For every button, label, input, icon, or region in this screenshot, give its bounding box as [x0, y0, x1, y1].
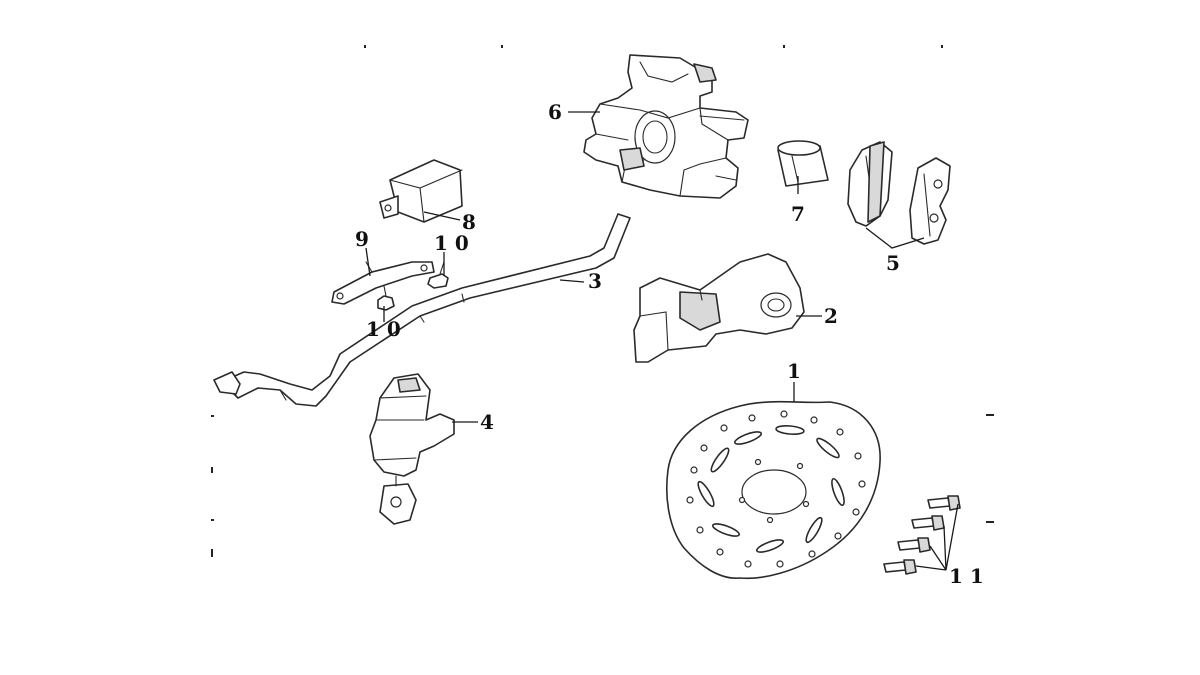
- callout-9: 9: [355, 227, 369, 251]
- callout-10-upper: 1 0: [434, 231, 469, 255]
- brake-disc-part: [665, 400, 881, 580]
- disc-bolts-part: [883, 495, 961, 575]
- callout-8: 8: [462, 210, 476, 234]
- caliper-bracket-part: [633, 253, 805, 363]
- brake-hose-part: [213, 213, 631, 407]
- disc-bolt: [897, 537, 931, 553]
- bracket-part: [331, 261, 435, 305]
- callout-10-lower: 1 0: [366, 317, 401, 341]
- callout-2: 2: [824, 304, 838, 328]
- disc-bolt: [927, 495, 961, 511]
- callout-11: 1 1: [949, 564, 984, 588]
- brake-caliper-part: [583, 54, 749, 199]
- callouts: 1 2 3 4 5 6 7 8 9 1 0 1 0 1 1: [355, 100, 984, 588]
- callout-4: 4: [480, 410, 494, 434]
- callout-6: 6: [548, 100, 562, 124]
- clip-part: [379, 159, 463, 223]
- leader-lines: [365, 111, 959, 571]
- disc-bolt: [911, 515, 945, 531]
- brake-pads-part: [847, 141, 951, 245]
- callout-3: 3: [588, 269, 602, 293]
- disc-holes: [686, 410, 866, 568]
- callout-1: 1: [787, 359, 801, 383]
- callout-5: 5: [886, 251, 900, 275]
- disc-slots: [697, 425, 845, 553]
- piston-part: [777, 140, 829, 187]
- callout-7: 7: [791, 202, 805, 226]
- print-marks: [211, 45, 994, 557]
- master-cylinder-part: [369, 373, 455, 525]
- disc-bolt: [883, 559, 917, 575]
- small-bolts-part: [377, 261, 449, 311]
